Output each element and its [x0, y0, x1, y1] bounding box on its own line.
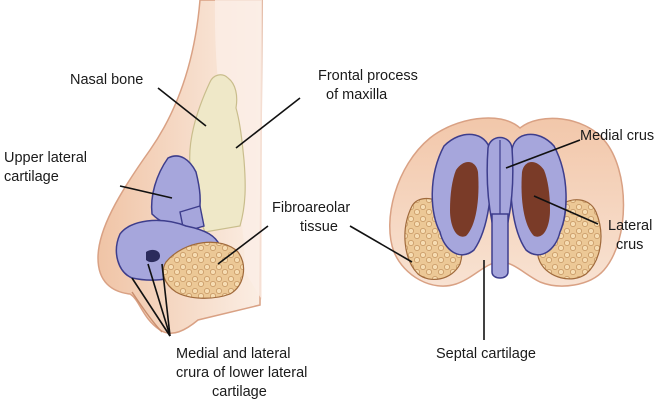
label-lateral-crus-line1: Lateral [608, 218, 652, 234]
lateral-nose-view [97, 0, 263, 334]
right-nostril [521, 161, 550, 237]
leader-lines [119, 87, 599, 340]
alar-crease [131, 291, 163, 333]
leader-crura-1 [147, 263, 171, 337]
label-nasal-bone: Nasal bone [70, 72, 143, 88]
leader-crura-2 [131, 277, 171, 337]
label-frontal-process-line1: Frontal process [318, 68, 418, 84]
label-medial-crus: Medial crus [580, 128, 654, 144]
leader-medial-crus [505, 139, 581, 169]
leader-crura-3 [161, 263, 171, 337]
label-frontal-process-line2: of maxilla [326, 87, 388, 103]
label-crura-line2: crura of lower lateral [176, 365, 307, 381]
label-upper-lateral-line2: cartilage [4, 169, 59, 185]
left-nostril [450, 161, 479, 237]
leader-frontal-process [235, 97, 301, 149]
basal-nose-view [389, 117, 625, 287]
labels: Nasal bone Frontal process of maxilla Up… [4, 68, 654, 400]
fibroareolar-tissue-lateral [162, 241, 245, 299]
label-crura-line1: Medial and lateral [176, 346, 290, 362]
label-septal-cartilage: Septal cartilage [436, 346, 536, 362]
leader-upper-lateral [119, 185, 173, 199]
label-fibroareolar-line2: tissue [300, 219, 338, 235]
leader-lateral-crus [533, 195, 599, 225]
leader-fibroareolar-lateral [217, 225, 269, 265]
septal-cartilage-shape [491, 213, 509, 279]
leader-nasal-bone [157, 87, 207, 127]
leader-fibroareolar-basal [349, 225, 413, 263]
label-crura-line3: cartilage [212, 384, 267, 400]
label-lateral-crus-line2: crus [616, 237, 643, 253]
nostril-opening [146, 249, 160, 263]
label-upper-lateral-line1: Upper lateral [4, 150, 87, 166]
label-fibroareolar-line1: Fibroareolar [272, 200, 350, 216]
